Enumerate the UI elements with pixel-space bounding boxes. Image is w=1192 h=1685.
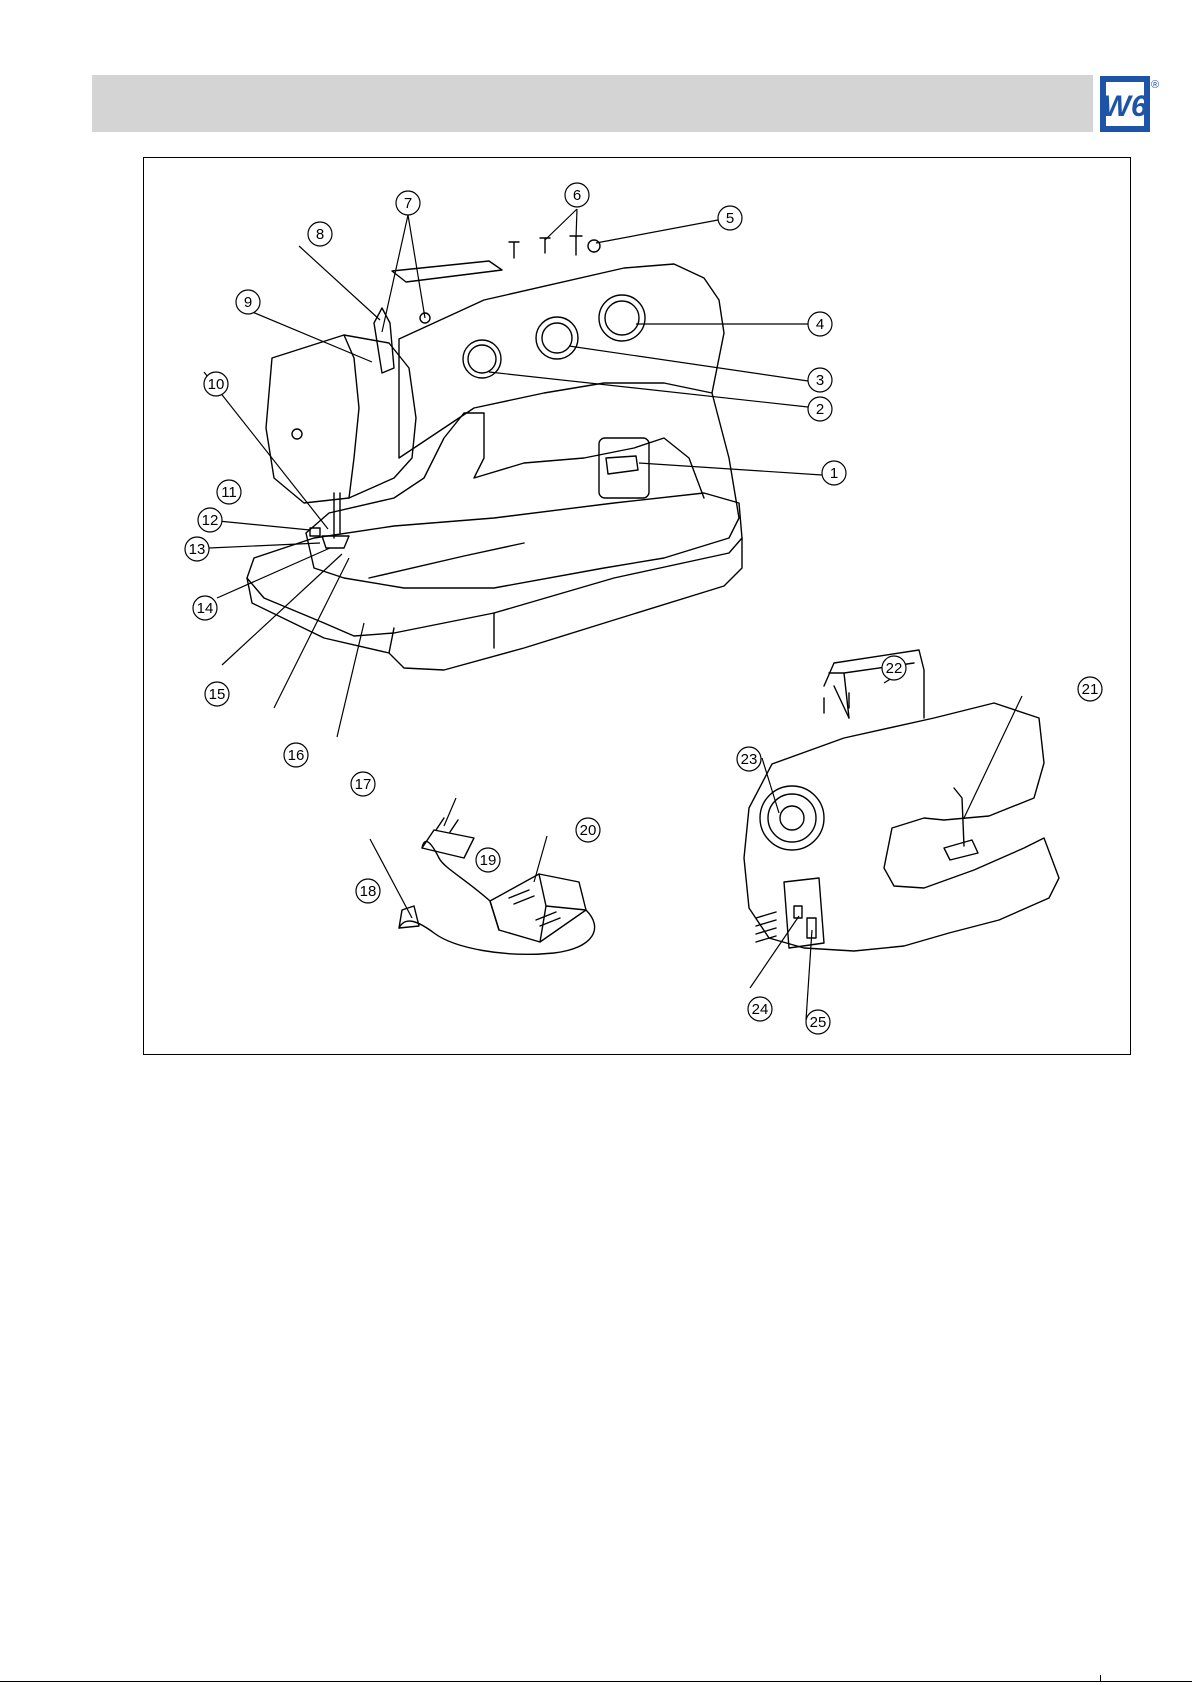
callout-14: 14 <box>193 596 217 620</box>
callout-1: 1 <box>822 461 846 485</box>
svg-text:1: 1 <box>830 465 838 482</box>
foot-controller <box>399 818 595 954</box>
svg-text:20: 20 <box>580 822 597 839</box>
svg-text:2: 2 <box>816 401 824 418</box>
callout-9: 9 <box>236 290 260 314</box>
callout-24: 24 <box>748 997 772 1021</box>
header-bar <box>92 75 1093 132</box>
callout-19: 19 <box>476 848 500 872</box>
svg-text:12: 12 <box>202 512 219 529</box>
svg-text:14: 14 <box>197 600 214 617</box>
svg-text:4: 4 <box>816 316 824 333</box>
callout-15: 15 <box>205 682 229 706</box>
callout-18: 18 <box>356 879 380 903</box>
callout-12: 12 <box>198 508 222 532</box>
w6-logo: W6 ® <box>1098 74 1160 134</box>
logo-text: W6 <box>1103 90 1148 123</box>
svg-text:6: 6 <box>573 187 581 204</box>
svg-text:22: 22 <box>886 660 903 677</box>
callout-4: 4 <box>808 312 832 336</box>
svg-text:5: 5 <box>726 210 734 227</box>
callout-25: 25 <box>806 1010 830 1034</box>
sewing-machine-rear-view <box>744 650 1059 951</box>
callout-3: 3 <box>808 368 832 392</box>
svg-text:13: 13 <box>189 541 206 558</box>
logo-registered-mark: ® <box>1151 79 1159 91</box>
svg-text:25: 25 <box>810 1014 827 1031</box>
callout-13: 13 <box>185 537 209 561</box>
callout-5: 5 <box>718 206 742 230</box>
callout-6: 6 <box>565 183 589 207</box>
svg-text:17: 17 <box>355 776 372 793</box>
callout-2: 2 <box>808 397 832 421</box>
svg-text:3: 3 <box>816 372 824 389</box>
svg-text:9: 9 <box>244 294 252 311</box>
callout-17: 17 <box>351 772 375 796</box>
svg-text:16: 16 <box>288 747 305 764</box>
svg-text:21: 21 <box>1082 681 1099 698</box>
svg-text:7: 7 <box>404 195 412 212</box>
callout-21: 21 <box>1078 677 1102 701</box>
callout-7: 7 <box>396 191 420 215</box>
footer-rule <box>0 1681 1192 1682</box>
svg-text:11: 11 <box>221 484 237 501</box>
svg-text:10: 10 <box>208 376 225 393</box>
callout-22: 22 <box>882 656 906 680</box>
callout-10: 10 <box>204 372 228 396</box>
callout-11: 11 <box>217 480 241 504</box>
callout-8: 8 <box>308 222 332 246</box>
svg-text:18: 18 <box>360 883 377 900</box>
callout-16: 16 <box>284 743 308 767</box>
machine-illustration: 1 2 3 4 5 6 7 8 9 10 11 12 13 14 15 16 1… <box>144 158 1132 1056</box>
footer-tick <box>1100 1675 1101 1682</box>
svg-text:15: 15 <box>209 686 226 703</box>
svg-text:24: 24 <box>752 1001 769 1018</box>
svg-text:19: 19 <box>480 852 497 869</box>
svg-text:8: 8 <box>316 226 324 243</box>
callout-20: 20 <box>576 818 600 842</box>
sewing-machine-front-view <box>247 236 742 670</box>
callout-23: 23 <box>737 747 761 771</box>
leader-lines <box>204 209 1022 1020</box>
machine-parts-figure: 1 2 3 4 5 6 7 8 9 10 11 12 13 14 15 16 1… <box>143 157 1131 1055</box>
svg-text:23: 23 <box>741 751 758 768</box>
